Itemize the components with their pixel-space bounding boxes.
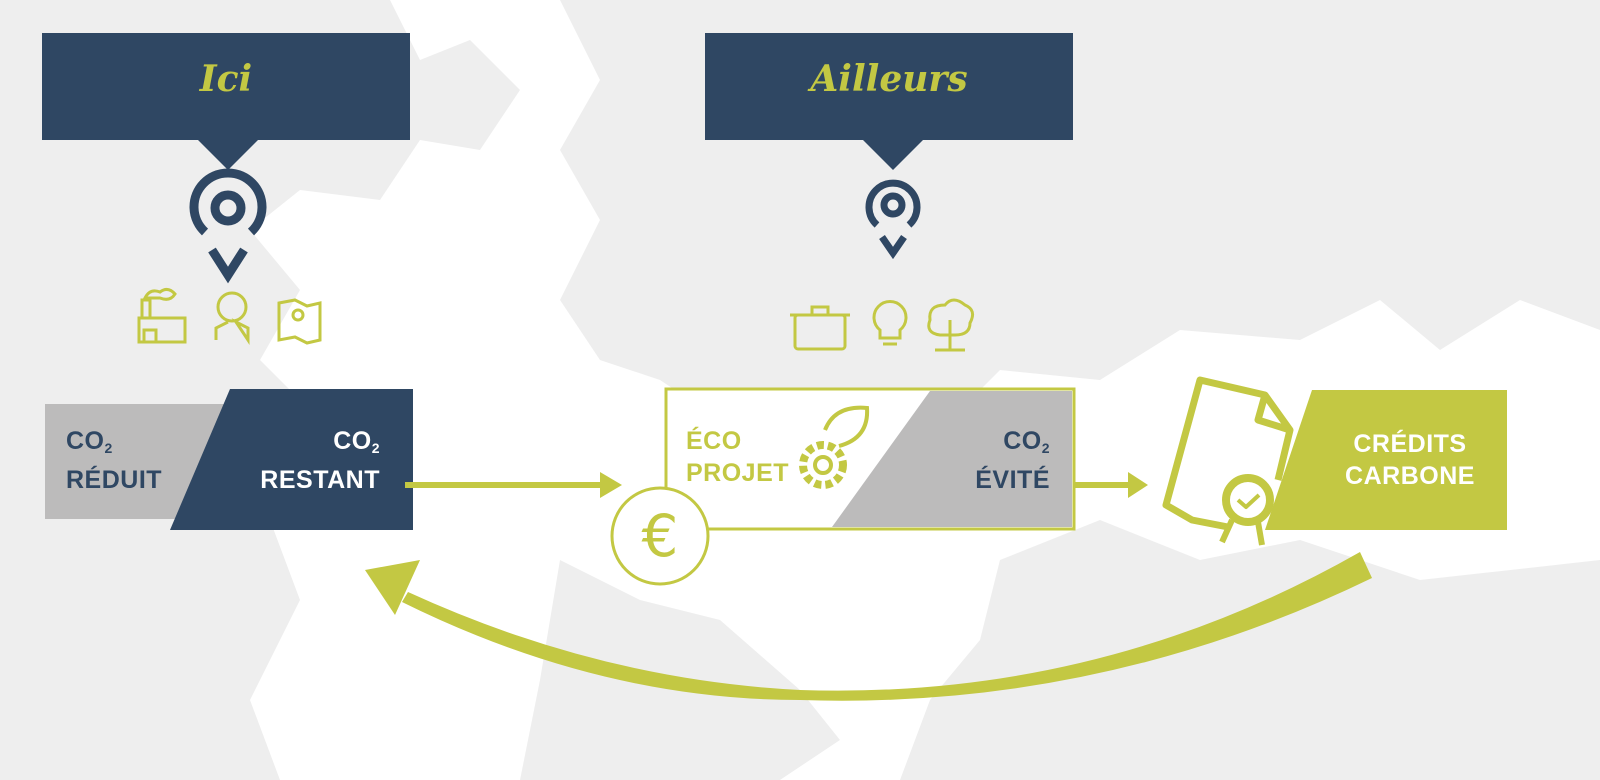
tree-icon (927, 298, 975, 352)
elsewhere-callout (705, 33, 1073, 170)
reduced-text: RÉDUIT (66, 466, 163, 494)
carbon-credits-label: CRÉDITS CARBONE (1320, 428, 1500, 492)
avoided-text: ÉVITÉ (975, 466, 1050, 494)
remaining-text: RESTANT (260, 466, 380, 494)
euro-symbol: € (641, 502, 679, 570)
arrow-to-credits (1075, 472, 1148, 498)
co2-avoided-block (832, 391, 1072, 527)
here-callout (42, 33, 410, 170)
credits-text: CRÉDITS (1353, 430, 1467, 458)
location-pin-icon (189, 168, 267, 284)
co2-text: CO (66, 427, 105, 455)
pot-icon (790, 305, 850, 351)
co2-remaining-label: CO2 RESTANT (230, 425, 380, 496)
map-icon (277, 298, 322, 345)
gear-leaf-icon (799, 405, 870, 489)
here-title: Ici (199, 58, 253, 100)
co2-text: CO (333, 427, 372, 455)
euro-coin-icon (610, 486, 710, 586)
co2-reduced-label: CO2 RÉDUIT (66, 425, 162, 496)
subscript: 2 (1041, 440, 1050, 456)
certificate-icon (1162, 376, 1294, 546)
eco-project-label: ÉCO PROJET (686, 425, 789, 489)
person-icon (214, 291, 250, 345)
elsewhere-title: Ailleurs (810, 58, 968, 100)
project-text: PROJET (686, 459, 790, 487)
lightbulb-icon (872, 300, 908, 346)
carbon-credits-block (1265, 390, 1507, 530)
co2-remaining-block (170, 389, 413, 530)
eco-text: ÉCO (686, 427, 742, 455)
subscript: 2 (371, 440, 380, 456)
location-pin-icon (865, 179, 921, 260)
co2-avoided-label: CO2 ÉVITÉ (920, 425, 1050, 496)
co2-text: CO (1003, 427, 1042, 455)
factory-icon (137, 287, 187, 344)
return-curved-arrow (365, 552, 1372, 701)
arrow-to-eco-project (405, 472, 622, 498)
subscript: 2 (104, 440, 113, 456)
carbon-text: CARBONE (1345, 462, 1475, 490)
